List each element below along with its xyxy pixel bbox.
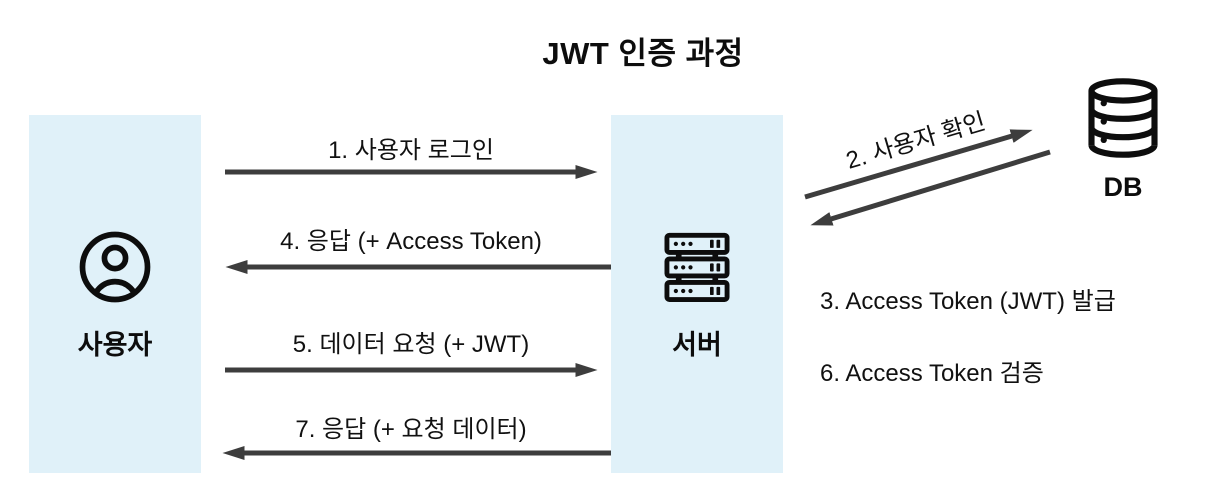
flow-label-step-7: 7. 응답 (+ 요청 데이터) — [295, 416, 527, 443]
actor-db-label: DB — [1103, 172, 1143, 202]
flow-label-step-3: 3. Access Token (JWT) 발급 — [820, 288, 1116, 315]
flow-label-step-2: 2. 사용자 확인 — [843, 108, 989, 175]
actor-user-label: 사용자 — [77, 330, 153, 360]
diagram-title: JWT 인증 과정 — [542, 36, 744, 71]
actor-db: DB — [1080, 76, 1166, 203]
server-icon — [664, 232, 730, 302]
database-icon — [1088, 78, 1158, 158]
actor-server-label: 서버 — [672, 330, 722, 360]
flow-label-step-5: 5. 데이터 요청 (+ JWT) — [292, 331, 530, 358]
flow-label-step-4: 4. 응답 (+ Access Token) — [280, 228, 542, 255]
flow-label-step-1: 1. 사용자 로그인 — [328, 137, 494, 164]
actor-server-box: 서버 — [611, 115, 783, 473]
actor-user-box: 사용자 — [29, 115, 201, 473]
user-icon — [79, 231, 151, 303]
flow-label-step-6: 6. Access Token 검증 — [820, 360, 1044, 387]
